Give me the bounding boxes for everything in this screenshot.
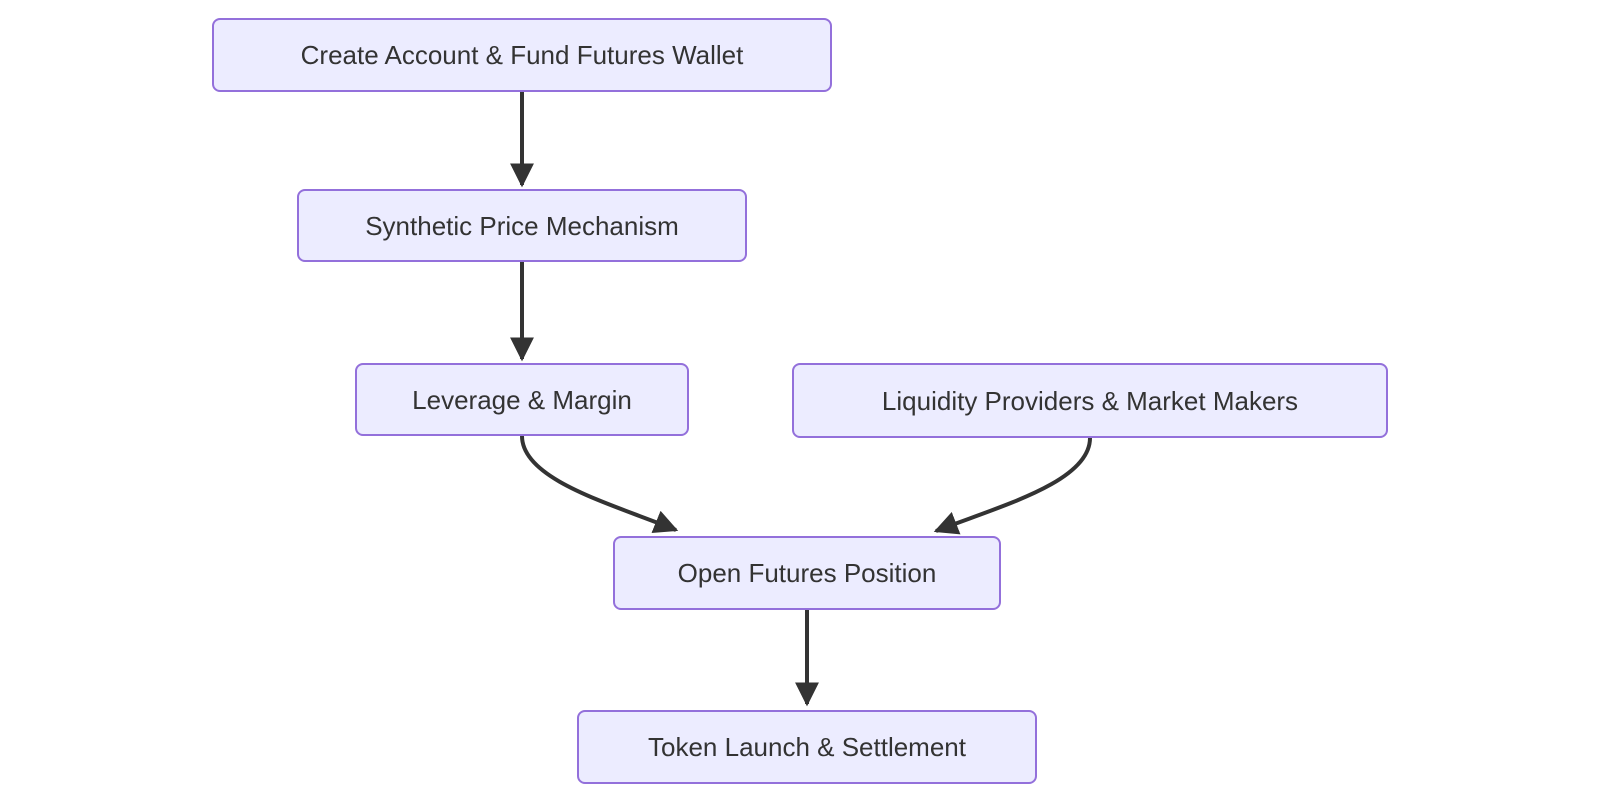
edge-leverage-margin-to-open-futures	[520, 435, 679, 533]
node-synthetic-price-mechanism: Synthetic Price Mechanism	[297, 189, 747, 262]
node-label: Create Account & Fund Futures Wallet	[300, 40, 744, 70]
node-label: Leverage & Margin	[412, 384, 632, 415]
node-create-account-fund-futures-wallet: Create Account & Fund Futures Wallet	[212, 18, 832, 92]
node-leverage-margin: Leverage & Margin	[355, 363, 689, 436]
edge-liquidity-providers-to-open-futures	[933, 437, 1092, 535]
node-label: Token Launch & Settlement	[648, 732, 966, 762]
node-label: Liquidity Providers & Market Makers	[881, 385, 1299, 416]
node-open-futures-position: Open Futures Position	[613, 536, 1001, 610]
node-token-launch-settlement: Token Launch & Settlement	[577, 710, 1037, 784]
node-label: Open Futures Position	[677, 558, 937, 588]
node-label: Synthetic Price Mechanism	[365, 210, 679, 241]
node-liquidity-providers-market-makers: Liquidity Providers & Market Makers	[792, 363, 1388, 438]
